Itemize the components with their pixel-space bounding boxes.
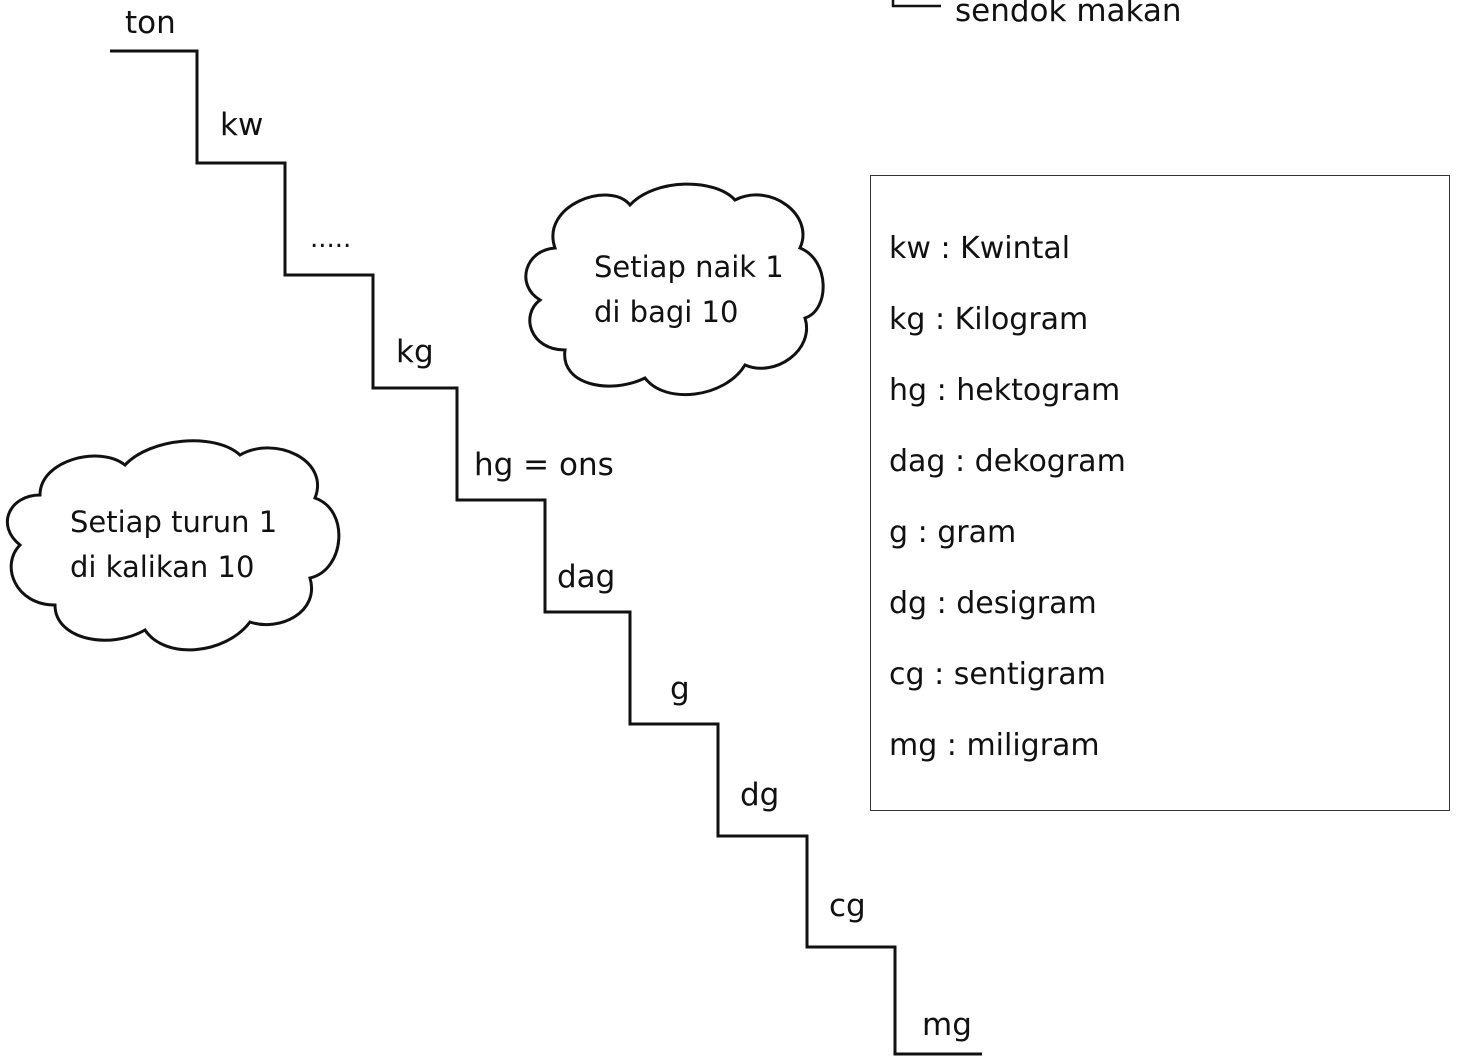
cloud-down-shape	[6, 439, 341, 652]
step-label-kw: kw	[220, 107, 264, 143]
staircase-line	[110, 49, 982, 1056]
header-bracket	[891, 0, 941, 8]
cloud-up-line-1: Setiap naik 1	[594, 250, 784, 284]
legend-item-kg: kg : Kilogram	[889, 302, 1089, 337]
cloud-up-text: Setiap naik 1 di bagi 10	[594, 245, 784, 335]
step-label-dg: dg	[740, 777, 780, 813]
cloud-down-line-1: Setiap turun 1	[70, 505, 278, 539]
header-fragment: sendok makan	[955, 0, 1182, 29]
step-label-blank: .....	[310, 224, 352, 254]
step-label-ton: ton	[125, 5, 176, 41]
step-label-dag: dag	[557, 559, 616, 595]
legend-item-hg: hg : hektogram	[889, 373, 1121, 408]
step-label-cg: cg	[829, 888, 866, 924]
legend-box	[870, 175, 1450, 811]
legend-item-dag: dag : dekogram	[889, 444, 1126, 479]
legend-item-dg: dg : desigram	[889, 586, 1097, 621]
step-label-mg: mg	[922, 1007, 972, 1043]
step-label-hg: hg = ons	[474, 447, 614, 483]
legend-item-mg: mg : miligram	[889, 728, 1100, 763]
cloud-up-shape	[524, 182, 825, 397]
step-label-kg: kg	[396, 334, 434, 370]
cloud-down-line-2: di kalikan 10	[70, 550, 255, 584]
cloud-down-text: Setiap turun 1 di kalikan 10	[70, 500, 277, 590]
legend-item-cg: cg : sentigram	[889, 657, 1106, 692]
step-label-g: g	[670, 671, 690, 707]
legend-item-kw: kw : Kwintal	[889, 231, 1071, 266]
legend-item-g: g : gram	[889, 515, 1017, 550]
cloud-up-line-2: di bagi 10	[594, 295, 739, 329]
